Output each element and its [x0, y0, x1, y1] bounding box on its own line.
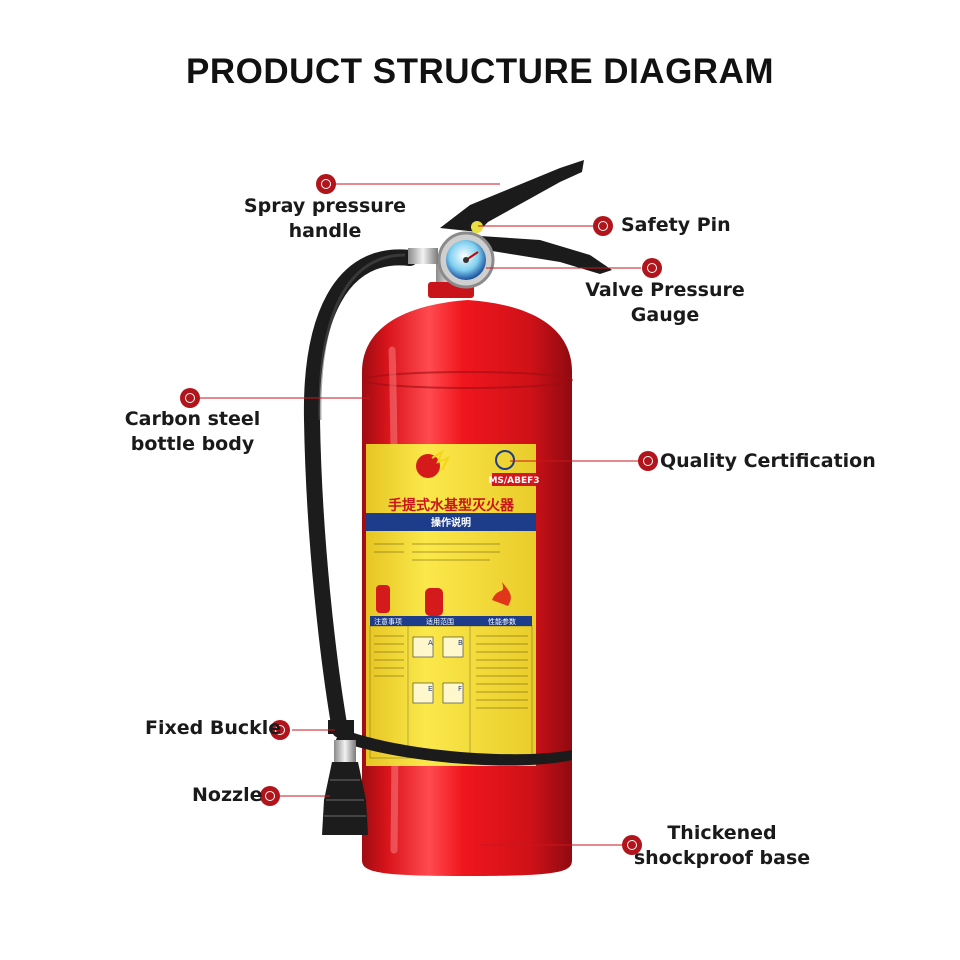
- hose: [303, 249, 418, 738]
- label-product-name: 手提式水基型灭火器: [388, 497, 515, 514]
- bottle-body-line-1: Carbon steel: [124, 408, 261, 430]
- buckle-marker: [270, 720, 290, 740]
- certification-label: Quality Certification: [660, 450, 876, 472]
- nozzle-tip: [322, 762, 368, 835]
- nozzle-marker: [260, 786, 280, 806]
- bottle-body-label: Carbon steel bottle body: [110, 407, 275, 457]
- gauge-marker: [642, 258, 662, 278]
- spray-handle-label: Spray pressure handle: [230, 194, 420, 244]
- spray-handle-marker: [316, 174, 336, 194]
- certification-marker: [638, 451, 658, 471]
- base-line-2: shockproof base: [633, 847, 811, 869]
- class-a: A: [428, 639, 433, 647]
- class-e: E: [428, 685, 432, 693]
- label-section: 操作说明: [431, 516, 471, 529]
- base-marker: [622, 835, 642, 855]
- class-f: F: [458, 685, 462, 693]
- gauge-line-1: Valve Pressure: [585, 279, 745, 301]
- label-col-c: 性能参数: [488, 617, 516, 626]
- safety-pin: [471, 221, 483, 233]
- base-label: Thickened shockproof base: [632, 821, 812, 871]
- class-b: B: [458, 639, 463, 647]
- label-col-b: 适用范围: [426, 617, 454, 626]
- fixed-buckle-strap: [336, 728, 572, 766]
- gauge-line-2: Gauge: [630, 304, 700, 326]
- base-line-1: Thickened: [667, 822, 777, 844]
- safety-pin-label: Safety Pin: [621, 214, 731, 236]
- bottle-body-line-2: bottle body: [130, 433, 255, 455]
- spray-pressure-handle: [440, 160, 584, 232]
- label-col-a: 注意事项: [374, 617, 402, 626]
- buckle-label: Fixed Buckle: [145, 717, 282, 739]
- instruction-label: [366, 444, 536, 766]
- spray-handle-line-2: handle: [288, 220, 362, 242]
- bottle-body-marker: [180, 388, 200, 408]
- spray-handle-line-1: Spray pressure: [243, 195, 407, 217]
- label-model: MS/ABEF3: [488, 476, 539, 486]
- safety-pin-marker: [593, 216, 613, 236]
- nozzle-label: Nozzle: [192, 784, 263, 806]
- lower-lever: [480, 236, 612, 274]
- page-title: PRODUCT STRUCTURE DIAGRAM: [185, 52, 775, 91]
- gauge-label: Valve Pressure Gauge: [580, 278, 750, 328]
